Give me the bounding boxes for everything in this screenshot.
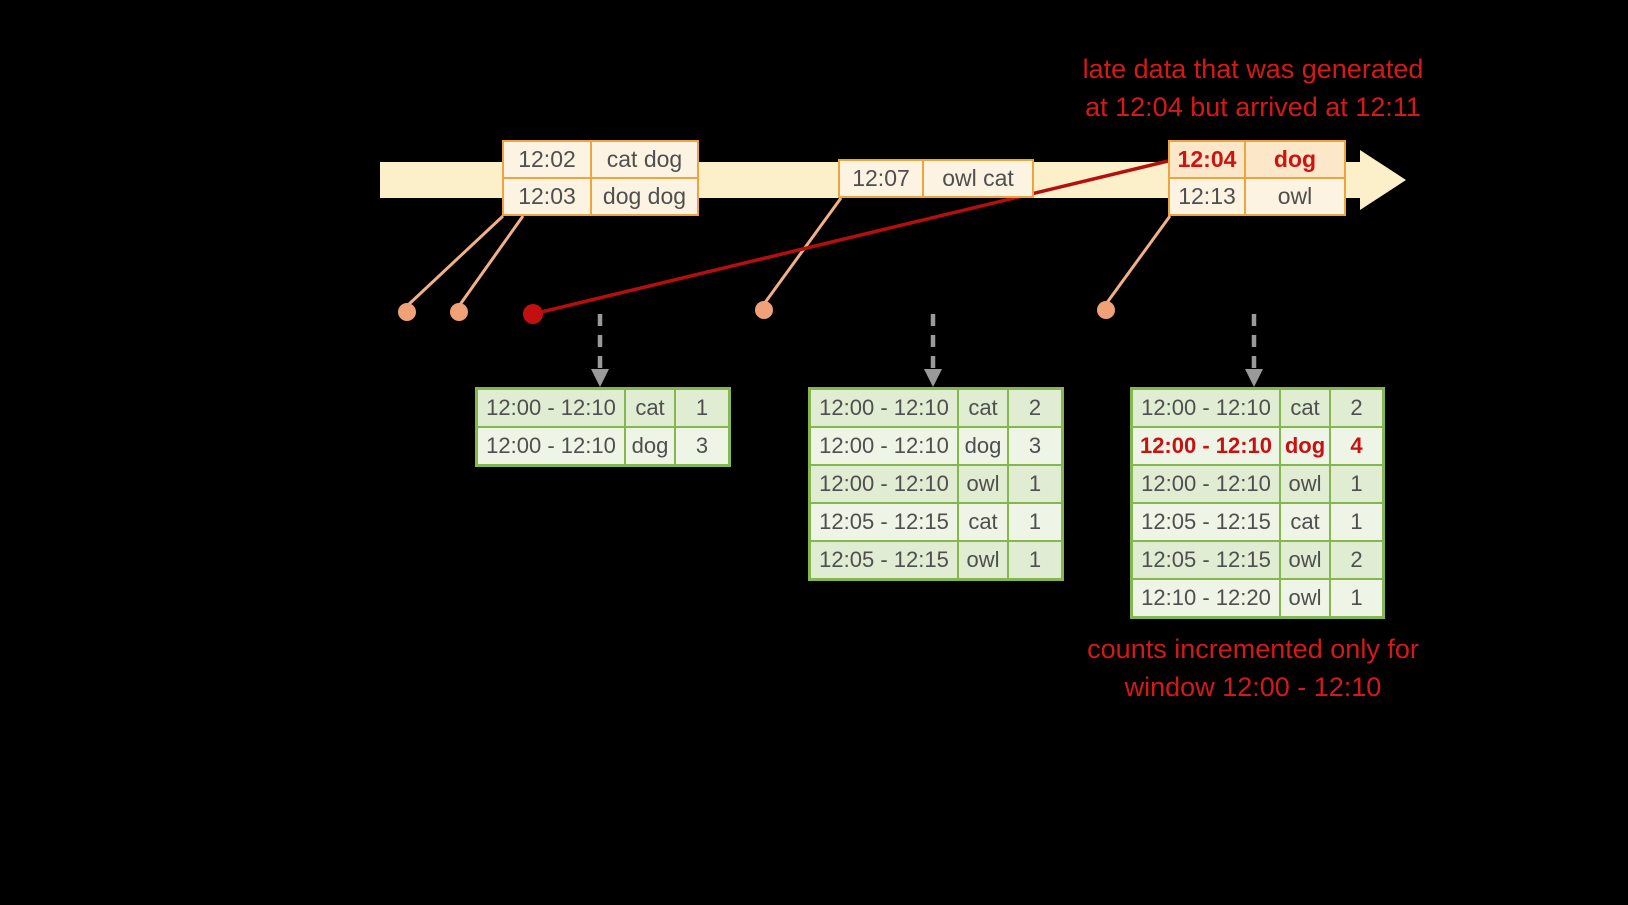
- word-cell: dog: [959, 428, 1009, 464]
- window-cell: 12:05 - 12:15: [1133, 504, 1281, 540]
- event-row: 12:07 owl cat: [840, 161, 1032, 196]
- connector-line: [457, 215, 525, 307]
- count-cell: 1: [1350, 509, 1363, 534]
- word-cell: dog: [1281, 428, 1331, 464]
- event-row-late-data: 12:04 dog: [1170, 142, 1344, 177]
- table-row: 12:00 - 12:10 dog 3: [478, 426, 728, 464]
- count-cell: 1: [695, 395, 709, 420]
- connector-line: [1104, 215, 1172, 305]
- count-cell: 3: [695, 433, 709, 458]
- table-row: 12:05 - 12:15 owl 1: [811, 540, 1061, 578]
- table-row: 12:00 - 12:10 cat 2: [811, 390, 1061, 426]
- window-cell: 12:05 - 12:15: [811, 542, 959, 578]
- word-cell: owl: [1281, 466, 1331, 502]
- table-row: 12:05 - 12:15 cat 1: [1133, 502, 1382, 540]
- window-cell: 12:00 - 12:10: [478, 390, 626, 426]
- dashed-arrow-icon: [924, 314, 942, 387]
- window-cell: 12:00 - 12:10: [811, 390, 959, 426]
- table-row: 12:05 - 12:15 cat 1: [811, 502, 1061, 540]
- table-row: 12:00 - 12:10 owl 1: [1133, 464, 1382, 502]
- event-words: dog: [1273, 146, 1317, 172]
- annotation-line: counts incremented only for: [1087, 634, 1419, 664]
- word-cell: owl: [1281, 580, 1331, 616]
- event-dot-icon: [1097, 301, 1115, 319]
- table-row: 12:05 - 12:15 owl 2: [1133, 540, 1382, 578]
- event-time: 12:02: [504, 142, 592, 177]
- event-dot-icon: [398, 303, 416, 321]
- word-cell: cat: [959, 504, 1009, 540]
- count-cell: 1: [1028, 547, 1042, 572]
- result-table-1: 12:00 - 12:10 cat 1 12:00 - 12:10 dog 3: [475, 387, 731, 467]
- word-cell: owl: [1281, 542, 1331, 578]
- event-words: owl cat: [942, 165, 1014, 191]
- word-cell: dog: [626, 428, 676, 464]
- event-time: 12:03: [504, 179, 592, 214]
- annotation-line: at 12:04 but arrived at 12:11: [1085, 92, 1421, 122]
- table-row: 12:10 - 12:20 owl 1: [1133, 578, 1382, 616]
- dashed-arrow-icon: [591, 314, 609, 387]
- count-cell: 4: [1350, 433, 1363, 458]
- word-cell: cat: [1281, 390, 1331, 426]
- window-cell: 12:00 - 12:10: [1133, 428, 1281, 464]
- count-cell: 2: [1350, 395, 1363, 420]
- annotation-line: window 12:00 - 12:10: [1124, 672, 1382, 702]
- table-row: 12:00 - 12:10 owl 1: [811, 464, 1061, 502]
- word-cell: cat: [959, 390, 1009, 426]
- table-row: 12:00 - 12:10 dog 3: [811, 426, 1061, 464]
- count-cell: 2: [1028, 395, 1042, 420]
- late-data-dot-icon: [523, 304, 543, 324]
- table-row: 12:00 - 12:10 cat 2: [1133, 390, 1382, 426]
- annotation-line: late data that was generated: [1082, 54, 1424, 84]
- window-cell: 12:00 - 12:10: [811, 466, 959, 502]
- event-dot-icon: [450, 303, 468, 321]
- event-row: 12:02 cat dog: [504, 142, 697, 177]
- event-time: 12:13: [1170, 179, 1246, 214]
- table-row: 12:00 - 12:10 cat 1: [478, 390, 728, 426]
- count-cell: 1: [1028, 509, 1042, 534]
- window-cell: 12:05 - 12:15: [811, 504, 959, 540]
- late-data-annotation: late data that was generated at 12:04 bu…: [1028, 50, 1478, 126]
- event-box-2: 12:07 owl cat: [838, 159, 1034, 198]
- count-cell: 1: [1350, 471, 1363, 496]
- count-cell: 1: [1350, 585, 1363, 610]
- event-row: 12:13 owl: [1170, 177, 1344, 214]
- result-table-3: 12:00 - 12:10 cat 2 12:00 - 12:10 dog 4 …: [1130, 387, 1385, 619]
- count-cell: 3: [1028, 433, 1042, 458]
- count-cell: 2: [1350, 547, 1363, 572]
- event-dot-icon: [755, 301, 773, 319]
- event-box-3: 12:04 dog 12:13 owl: [1168, 140, 1346, 216]
- event-words: cat dog: [606, 146, 683, 172]
- table-row-updated-late: 12:00 - 12:10 dog 4: [1133, 426, 1382, 464]
- event-time: 12:07: [840, 161, 924, 196]
- connector-line: [762, 197, 843, 305]
- word-cell: cat: [1281, 504, 1331, 540]
- window-cell: 12:00 - 12:10: [811, 428, 959, 464]
- dashed-arrow-icon: [1245, 314, 1263, 387]
- event-time: 12:04: [1170, 142, 1246, 177]
- window-cell: 12:10 - 12:20: [1133, 580, 1281, 616]
- window-cell: 12:00 - 12:10: [1133, 466, 1281, 502]
- timeline-arrowhead-icon: [1360, 150, 1406, 210]
- event-row: 12:03 dog dog: [504, 177, 697, 214]
- window-cell: 12:00 - 12:10: [478, 428, 626, 464]
- window-cell: 12:05 - 12:15: [1133, 542, 1281, 578]
- result-table-2: 12:00 - 12:10 cat 2 12:00 - 12:10 dog 3 …: [808, 387, 1064, 581]
- word-cell: cat: [626, 390, 676, 426]
- connector-line: [405, 214, 505, 308]
- event-words: dog dog: [602, 183, 687, 209]
- count-cell: 1: [1028, 471, 1042, 496]
- counts-incremented-annotation: counts incremented only for window 12:00…: [1028, 630, 1478, 706]
- event-box-1: 12:02 cat dog 12:03 dog dog: [502, 140, 699, 216]
- word-cell: owl: [959, 466, 1009, 502]
- word-cell: owl: [959, 542, 1009, 578]
- event-words: owl: [1277, 183, 1313, 209]
- window-cell: 12:00 - 12:10: [1133, 390, 1281, 426]
